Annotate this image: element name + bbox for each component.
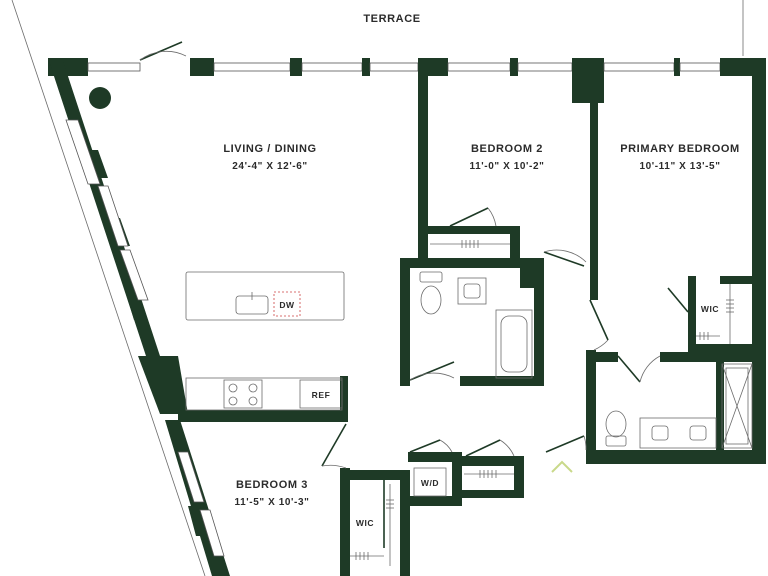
room-dims-bedroom-2: 11'-0" X 10'-2" <box>470 161 545 172</box>
dishwasher-label: DW <box>279 300 295 310</box>
doors <box>139 41 689 548</box>
toilet-icon <box>605 410 627 447</box>
shower-icon <box>721 363 753 449</box>
room-name-bedroom-2: BEDROOM 2 <box>471 143 543 155</box>
terrace-label: TERRACE <box>363 13 420 25</box>
kitchen-counter: REF <box>185 377 343 411</box>
wic-shelving <box>696 284 734 344</box>
entry-arrow-icon <box>551 460 573 473</box>
wic-shelving <box>350 484 394 566</box>
kitchen-island: DW <box>185 271 345 321</box>
room-name-primary-bedroom: PRIMARY BEDROOM <box>620 143 740 155</box>
washer-dryer: W/D <box>413 467 447 497</box>
sink-icon <box>235 292 269 315</box>
room-dims-primary-bedroom: 10'-11" X 13'-5" <box>639 161 720 172</box>
sink-icon <box>457 277 487 305</box>
washer-dryer-label: W/D <box>421 478 439 488</box>
wic-primary-label: WIC <box>701 304 719 314</box>
sink-icon <box>651 425 669 441</box>
room-dims-bedroom-3: 11'-5" X 10'-3" <box>235 497 310 508</box>
closet-rod <box>430 240 510 248</box>
dishwasher <box>273 291 301 317</box>
primary-bath <box>605 363 753 449</box>
room-dims-living-dining: 24'-4" X 12'-6" <box>232 161 308 172</box>
exterior-walls <box>48 58 766 576</box>
bath-2 <box>419 271 533 379</box>
range-icon <box>223 379 263 409</box>
column-icon <box>89 87 111 109</box>
refrigerator-label: REF <box>312 390 331 400</box>
sink-icon <box>689 425 707 441</box>
bathtub-icon <box>495 309 533 379</box>
room-name-bedroom-3: BEDROOM 3 <box>236 479 308 491</box>
wic-bedroom3-label: WIC <box>356 518 374 528</box>
closet-rod <box>464 470 514 478</box>
room-name-living-dining: LIVING / DINING <box>223 143 316 155</box>
toilet-icon <box>419 271 443 315</box>
interior-walls <box>178 76 766 576</box>
terrace-boundary <box>11 0 744 576</box>
